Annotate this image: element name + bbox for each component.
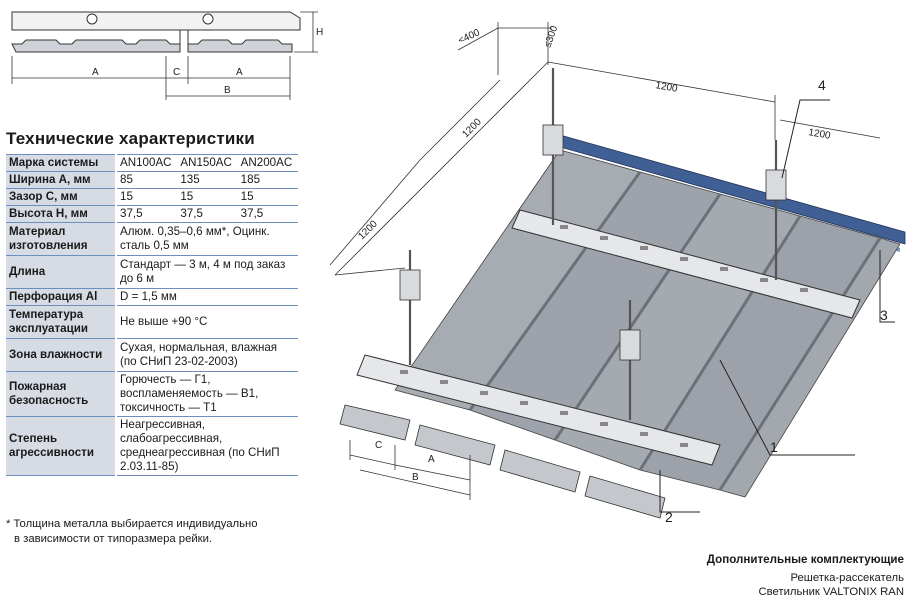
spec-value: Сухая, нормальная, влажная (по СНиП 23-0… [116,338,298,372]
spec-title: Технические характеристики [6,129,255,148]
spec-value: 185 [237,171,298,189]
spec-label: Зазор С, мм [6,188,117,206]
spec-value: 135 [177,171,238,189]
spec-value: 37,5 [116,205,178,223]
accessories-title: Дополнительные комплектующие [706,553,904,566]
spec-label: Материал изготовления [6,222,117,256]
spec-label: Пожарная безопасность [6,371,117,417]
spec-label: Ширина А, мм [6,171,117,189]
accessory-item: Светильник VALTONIX RAN [758,586,904,598]
callout-4: 4 [818,77,826,93]
spec-label: Перфорация Al [6,288,117,306]
profile-dim-a-right: A [236,67,243,78]
dim-1200-top-label: 1200 [654,80,678,95]
profile-dim-b: B [224,85,231,96]
spec-value: AN200AC [237,154,298,172]
table-row: Ширина А, мм 85 135 185 [6,171,298,189]
table-row: Зазор С, мм 15 15 15 [6,188,298,206]
spec-value: 15 [177,188,238,206]
spec-label: Длина [6,255,117,289]
table-row: Температура эксплуатации Не выше +90 °С [6,305,298,339]
table-row: Пожарная безопасность Горючесть — Г1, во… [6,371,298,417]
spec-value: AN150AC [177,154,238,172]
spec-value: Стандарт — 3 м, 4 м под заказ до 6 м [116,255,298,289]
table-row: Степень агрессивности Неагрессивная, сла… [6,416,298,476]
spec-value: Горючесть — Г1, воспламеняемость — В1, т… [116,371,298,417]
table-row: Марка системы AN100AC AN150AC AN200AC [6,154,298,172]
spec-label: Температура эксплуатации [6,305,117,339]
table-row: Перфорация Al D = 1,5 мм [6,288,298,306]
spec-value: D = 1,5 мм [116,288,298,306]
table-row: Материал изготовления Алюм. 0,35–0,6 мм*… [6,222,298,256]
profile-cross-section: H A C A B [11,11,323,100]
spec-label: Высота Н, мм [6,205,117,223]
bottom-dim-c: C [375,440,382,451]
ceiling-isometric-diagram: <400 ≤300 1200 1200 1200 1200 [329,22,906,525]
spec-value: 37,5 [177,205,238,223]
table-row: Длина Стандарт — 3 м, 4 м под заказ до 6… [6,255,298,289]
accessory-item: Решетка-рассекатель [790,572,904,584]
dim-1200-far-left-label: 1200 [356,218,380,242]
table-row: Высота Н, мм 37,5 37,5 37,5 [6,205,298,223]
footnote: * Толщина металла выбирается индивидуаль… [6,517,258,547]
spec-value: 85 [116,171,178,189]
footnote-line: * Толщина металла выбирается индивидуаль… [6,518,258,530]
callout-2: 2 [665,509,673,525]
spec-value: Алюм. 0,35–0,6 мм*, Оцинк. сталь 0,5 мм [116,222,298,256]
spec-value: Неагрессивная, слабоагрессивная, среднеа… [116,416,298,476]
spec-label: Степень агрессивности [6,416,117,476]
callout-3: 3 [880,307,888,323]
spec-label: Зона влажности [6,338,117,372]
dim-1200-left-label: 1200 [460,116,484,140]
profile-dim-c: C [173,67,180,78]
bottom-dim-a: A [428,454,435,465]
bottom-dim-b: B [412,472,419,483]
profile-dim-a-left: A [92,67,99,78]
spec-table: Марка системы AN100AC AN150AC AN200AC Ши… [6,154,298,476]
spec-label: Марка системы [6,154,117,172]
profile-dim-h: H [316,27,323,38]
spec-value: 15 [237,188,298,206]
callout-1: 1 [770,439,778,455]
spec-value: AN100AC [116,154,178,172]
spec-value: Не выше +90 °С [116,305,298,339]
table-row: Зона влажности Сухая, нормальная, влажна… [6,338,298,372]
footnote-line: в зависимости от типоразмера рейки. [14,533,213,545]
dim-1200-right-label: 1200 [807,127,831,142]
spec-value: 37,5 [237,205,298,223]
spec-value: 15 [116,188,178,206]
